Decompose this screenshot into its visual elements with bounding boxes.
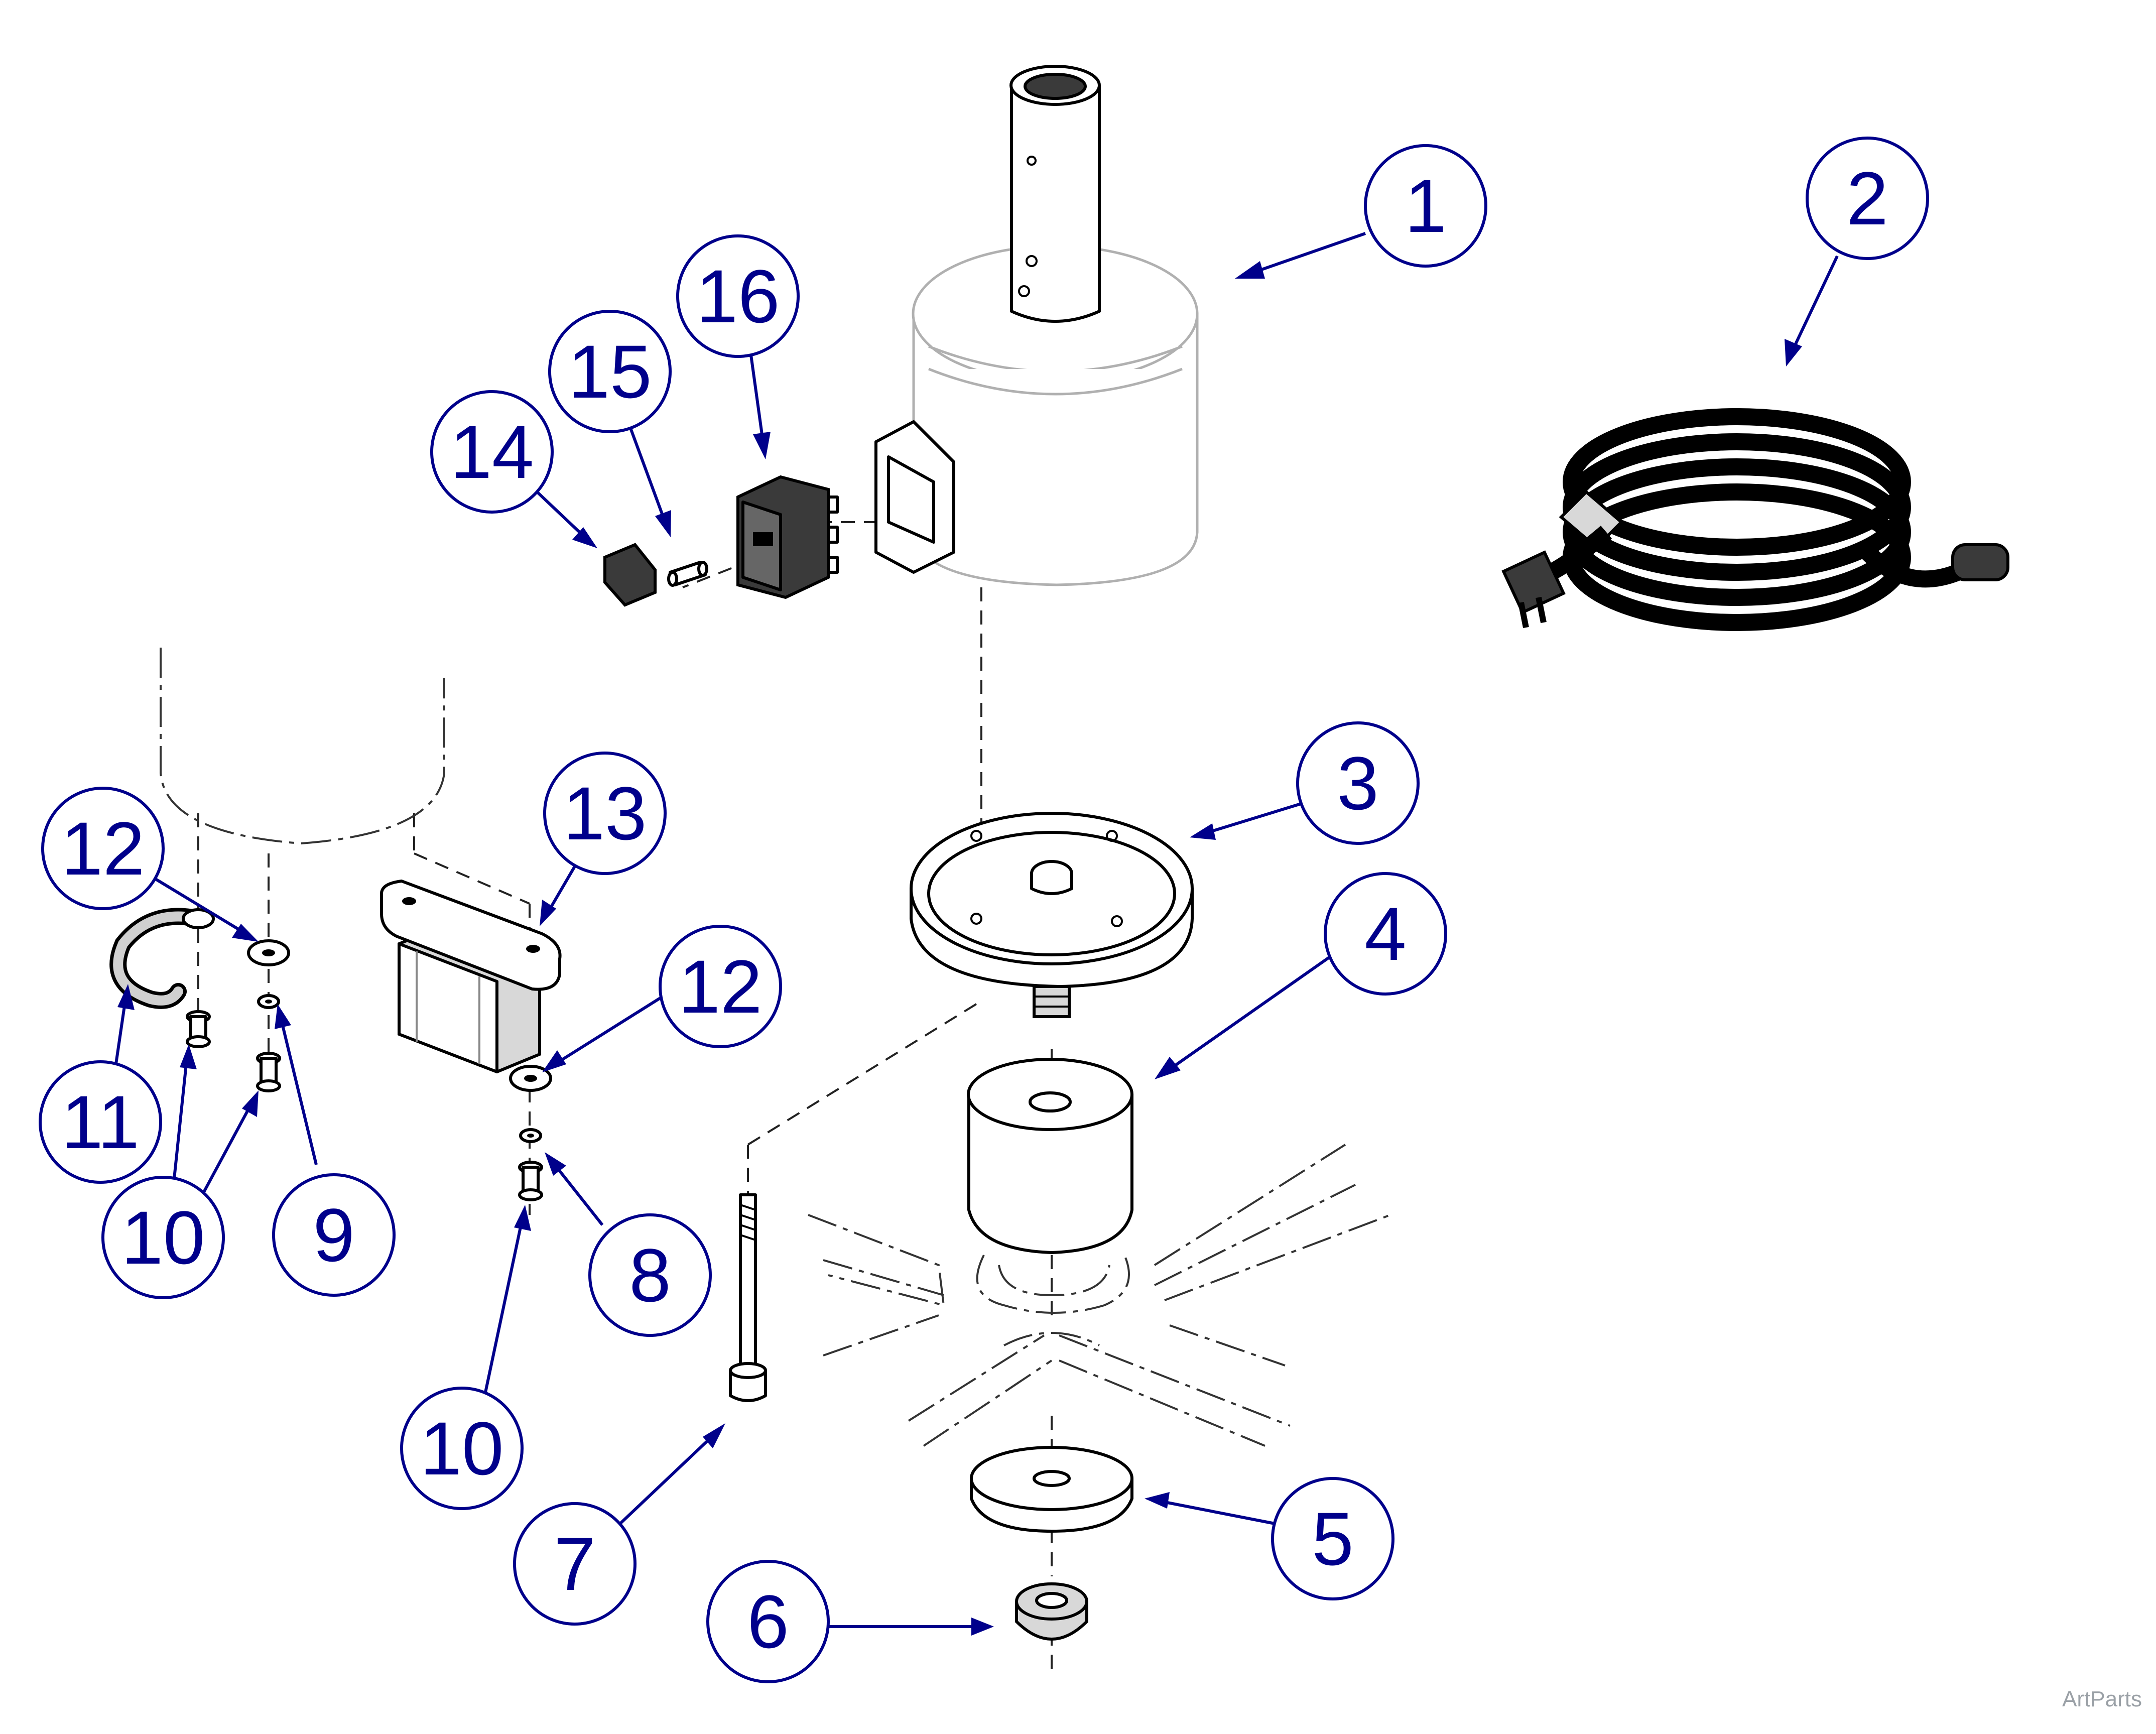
part-4-isolator-bumper [967, 1058, 1133, 1254]
part-7-long-bolt [729, 1193, 767, 1402]
callout-15-label: 15 [568, 329, 652, 414]
callout-3: 3 [1296, 721, 1420, 845]
callout-12-right: 12 [659, 925, 782, 1048]
callout-2-label: 2 [1846, 156, 1888, 240]
callout-16: 16 [676, 234, 800, 358]
callout-4: 4 [1324, 872, 1447, 996]
part-10-screw-right [518, 1161, 543, 1201]
callout-13-label: 13 [563, 771, 647, 855]
callout-14: 14 [430, 390, 554, 514]
callout-15: 15 [548, 310, 672, 433]
callout-1-label: 1 [1405, 164, 1446, 248]
part-14-fuse-drawer [603, 543, 657, 607]
phantom-base-star [808, 1144, 1391, 1447]
callout-12-left: 12 [41, 787, 165, 910]
callout-4-label: 4 [1364, 892, 1406, 976]
callout-14-label: 14 [450, 410, 534, 494]
callout-16-label: 16 [696, 254, 780, 338]
part-8-lock-washer [519, 1128, 542, 1143]
callout-10-left: 10 [101, 1176, 225, 1299]
part-12-flat-washer-right [509, 1065, 552, 1092]
callout-10-left-label: 10 [121, 1195, 205, 1280]
callout-1: 1 [1364, 144, 1487, 268]
part-13-transformer [380, 880, 562, 1074]
phantom-mounting-column [160, 648, 445, 845]
callout-6: 6 [706, 1560, 830, 1683]
callout-9-label: 9 [313, 1193, 354, 1277]
part-1-column-housing [874, 65, 1199, 586]
callout-9: 9 [272, 1173, 396, 1297]
assembly-center-lines [197, 521, 1053, 1677]
part-10-screw-left [186, 1010, 211, 1048]
callout-2: 2 [1806, 137, 1929, 260]
callout-8: 8 [588, 1213, 712, 1337]
part-16-power-entry-module [736, 475, 839, 599]
callout-11: 11 [39, 1060, 162, 1184]
callout-10-right: 10 [400, 1387, 524, 1510]
callout-12-left-label: 12 [61, 806, 145, 891]
callout-7: 7 [513, 1502, 637, 1626]
part-5-washer [970, 1446, 1133, 1533]
callout-13: 13 [543, 752, 667, 875]
part-11-cord-hook [109, 908, 215, 1009]
artparts-watermark: ArtParts [2062, 1687, 2142, 1711]
part-12-flat-washer-left [247, 939, 290, 966]
part-10-screw-middle [256, 1052, 281, 1092]
part-6-nut [1015, 1582, 1088, 1641]
part-2-power-cord [1501, 408, 2009, 631]
part-15-fuse [667, 561, 708, 587]
callout-5: 5 [1271, 1477, 1394, 1600]
callout-6-label: 6 [747, 1579, 789, 1664]
callout-10-right-label: 10 [420, 1406, 504, 1491]
callout-8-label: 8 [629, 1233, 671, 1317]
callout-7-label: 7 [554, 1522, 595, 1606]
callout-11-label: 11 [61, 1080, 140, 1164]
callout-12-right-label: 12 [679, 944, 763, 1029]
callout-5-label: 5 [1312, 1497, 1353, 1581]
part-3-mounting-plate [910, 812, 1194, 1018]
callout-3-label: 3 [1337, 741, 1378, 825]
part-9-lock-washer [257, 994, 280, 1009]
